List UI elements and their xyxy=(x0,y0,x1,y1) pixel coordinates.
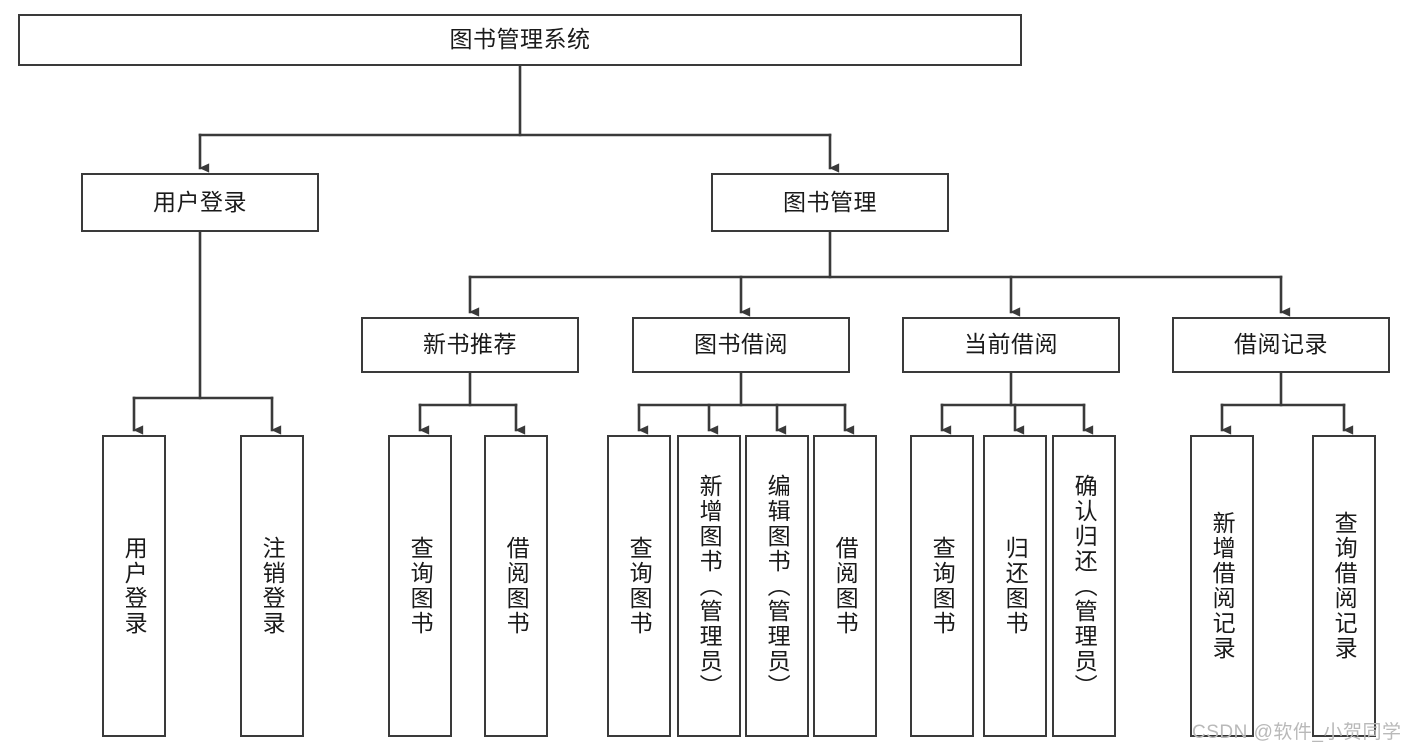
node-borrow-record[interactable]: 借阅记录 xyxy=(1172,317,1390,373)
node-leaf-query-book-3-label: 查询图书 xyxy=(929,536,956,636)
node-leaf-borrow-book-1-label: 借阅图书 xyxy=(503,536,530,636)
node-leaf-query-borrow-record-label: 查询借阅记录 xyxy=(1331,511,1358,661)
csdn-watermark: CSDN @软件_小贺同学 xyxy=(1192,722,1402,743)
node-leaf-query-book-3[interactable]: 查询图书 xyxy=(910,435,974,737)
node-leaf-add-book-admin[interactable]: 新增图书（管理员） xyxy=(677,435,741,737)
node-book-borrow-label: 图书借阅 xyxy=(694,331,788,358)
node-leaf-query-book-2-label: 查询图书 xyxy=(626,536,653,636)
node-leaf-confirm-return-admin[interactable]: 确认归还（管理员） xyxy=(1052,435,1116,737)
node-leaf-query-borrow-record[interactable]: 查询借阅记录 xyxy=(1312,435,1376,737)
node-leaf-user-login[interactable]: 用户登录 xyxy=(102,435,166,737)
node-leaf-return-book-label: 归还图书 xyxy=(1002,536,1029,636)
node-book-borrow[interactable]: 图书借阅 xyxy=(632,317,850,373)
node-new-book-recommend-label: 新书推荐 xyxy=(423,331,517,358)
node-leaf-user-login-label: 用户登录 xyxy=(121,536,148,636)
node-leaf-add-borrow-record-label: 新增借阅记录 xyxy=(1209,511,1236,661)
node-leaf-confirm-return-admin-label: 确认归还（管理员） xyxy=(1071,473,1098,699)
node-user-login[interactable]: 用户登录 xyxy=(81,173,319,232)
node-borrow-record-label: 借阅记录 xyxy=(1234,331,1328,358)
node-leaf-query-book-1-label: 查询图书 xyxy=(407,536,434,636)
node-leaf-return-book[interactable]: 归还图书 xyxy=(983,435,1047,737)
node-root-label: 图书管理系统 xyxy=(449,26,591,53)
node-book-manage-label: 图书管理 xyxy=(783,188,877,215)
node-leaf-add-borrow-record[interactable]: 新增借阅记录 xyxy=(1190,435,1254,737)
node-leaf-edit-book-admin-label: 编辑图书（管理员） xyxy=(764,473,791,699)
node-new-book-recommend[interactable]: 新书推荐 xyxy=(361,317,579,373)
node-leaf-borrow-book-2-label: 借阅图书 xyxy=(832,536,859,636)
node-leaf-edit-book-admin[interactable]: 编辑图书（管理员） xyxy=(745,435,809,737)
node-leaf-logout-label: 注销登录 xyxy=(259,536,286,636)
node-current-borrow-label: 当前借阅 xyxy=(964,331,1058,358)
node-leaf-borrow-book-2[interactable]: 借阅图书 xyxy=(813,435,877,737)
node-leaf-logout[interactable]: 注销登录 xyxy=(240,435,304,737)
node-leaf-add-book-admin-label: 新增图书（管理员） xyxy=(696,473,723,699)
node-current-borrow[interactable]: 当前借阅 xyxy=(902,317,1120,373)
node-leaf-query-book-1[interactable]: 查询图书 xyxy=(388,435,452,737)
node-user-login-label: 用户登录 xyxy=(153,188,247,215)
node-leaf-borrow-book-1[interactable]: 借阅图书 xyxy=(484,435,548,737)
node-leaf-query-book-2[interactable]: 查询图书 xyxy=(607,435,671,737)
node-book-manage[interactable]: 图书管理 xyxy=(711,173,949,232)
node-root[interactable]: 图书管理系统 xyxy=(18,14,1022,66)
